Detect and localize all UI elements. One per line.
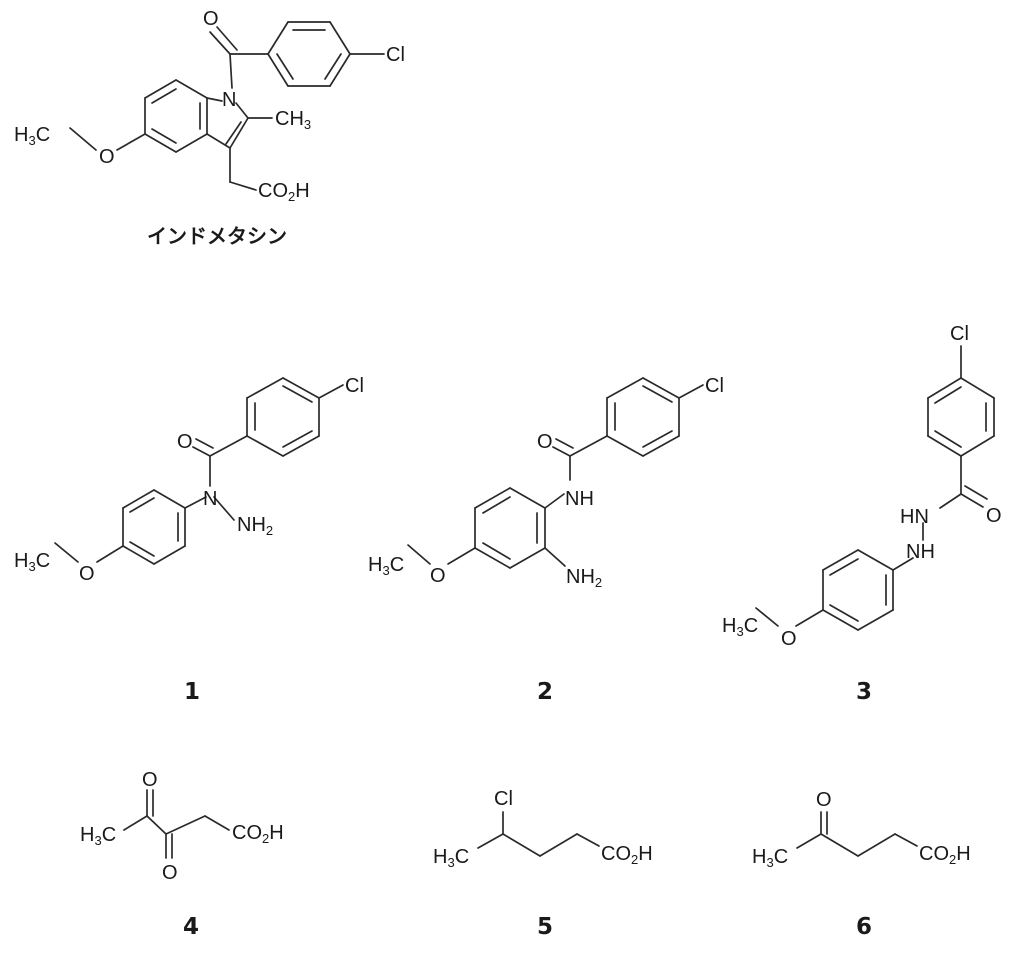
c1-amino-nh-text: NH	[237, 514, 266, 536]
c1-methoxy-oxygen-label: O	[79, 563, 95, 585]
compound-2-structure: O NH NH2 Cl H3C O 2	[368, 375, 724, 705]
c6-acid-h-text: H	[956, 843, 970, 865]
methoxy-h-text: H	[14, 124, 28, 146]
c3-c-text: C	[744, 615, 758, 637]
compound-number-3: 3	[856, 679, 872, 705]
compound-1-structure: O N NH2 Cl H3C O 1	[14, 375, 364, 705]
methoxy-oxygen-label: O	[99, 146, 115, 168]
c3-hn-label: HN	[900, 506, 929, 528]
c3-h-text: H	[722, 615, 736, 637]
c3-methoxy-methyl-label: H3C	[722, 615, 758, 639]
c2-h-subscript: 3	[382, 563, 389, 578]
c2-methoxy-methyl-label: H3C	[368, 554, 404, 578]
acid-h-text: H	[295, 180, 309, 202]
compound-6-structure: H3C O CO2H 6	[752, 789, 971, 940]
c3-carbonyl-oxygen-label: O	[986, 505, 1002, 527]
c4-h-text: H	[80, 824, 94, 846]
c2-amide-nh-label: NH	[565, 488, 594, 510]
c2-h-text: H	[368, 554, 382, 576]
c6-h-text: H	[752, 846, 766, 868]
c6-co-text: CO	[919, 843, 949, 865]
c2-carbonyl-oxygen-label: O	[537, 431, 553, 453]
c1-c-text: C	[36, 550, 50, 572]
c5-h-text: H	[433, 846, 447, 868]
c6-c-text: C	[774, 846, 788, 868]
acid-co-text: CO	[258, 180, 288, 202]
c5-c-text: C	[455, 846, 469, 868]
indole-nitrogen-label: N	[222, 89, 236, 111]
c4-co-subscript: 2	[262, 831, 269, 846]
compound-number-1: 1	[184, 679, 200, 705]
c5-co-text: CO	[601, 843, 631, 865]
c2-amino-subscript: 2	[595, 575, 602, 590]
compound-4-structure: H3C O O CO2H 4	[80, 769, 284, 940]
methoxy-subscript: 3	[28, 133, 35, 148]
methyl-ch-text: CH	[275, 108, 304, 130]
c1-amino-label: NH2	[237, 514, 273, 538]
indomethacin-caption: インドメタシン	[147, 224, 287, 248]
c1-chloro-label: Cl	[345, 375, 364, 397]
acid-subscript: 2	[288, 189, 295, 204]
c1-h-text: H	[14, 550, 28, 572]
c3-nh-label: NH	[906, 541, 935, 563]
c2-amino-nh-text: NH	[566, 566, 595, 588]
c4-acid-h-text: H	[269, 822, 283, 844]
c2-c-text: C	[390, 554, 404, 576]
c2-chloro-label: Cl	[705, 375, 724, 397]
c4-c-text: C	[102, 824, 116, 846]
c4-top-oxygen-label: O	[142, 769, 158, 791]
carbonyl-oxygen-label: O	[203, 8, 219, 30]
methyl-subscript: 3	[304, 117, 311, 132]
indomethacin-structure: O N Cl CH3 CO2H H3C O インドメタシン	[14, 8, 405, 248]
c4-h-subscript: 3	[94, 833, 101, 848]
methyl-label: CH3	[275, 108, 311, 132]
c2-amino-label: NH2	[566, 566, 602, 590]
c3-chloro-label: Cl	[950, 323, 969, 345]
chloro-label: Cl	[386, 44, 405, 66]
c1-methoxy-methyl-label: H3C	[14, 550, 50, 574]
c4-acid-label: CO2H	[232, 822, 284, 846]
c5-co-subscript: 2	[631, 852, 638, 867]
compound-number-5: 5	[537, 914, 553, 940]
compound-5-structure: H3C Cl CO2H 5	[433, 788, 653, 940]
c5-chloro-label: Cl	[494, 788, 513, 810]
c1-carbonyl-oxygen-label: O	[177, 431, 193, 453]
carboxylic-acid-label: CO2H	[258, 180, 310, 204]
methoxy-c-text: C	[36, 124, 50, 146]
compound-number-2: 2	[537, 679, 553, 705]
c5-acid-label: CO2H	[601, 843, 653, 867]
compound-number-6: 6	[856, 914, 872, 940]
compound-number-4: 4	[183, 914, 199, 940]
c3-methoxy-oxygen-label: O	[781, 628, 797, 650]
c1-amino-subscript: 2	[266, 523, 273, 538]
c5-methyl-label: H3C	[433, 846, 469, 870]
c2-methoxy-oxygen-label: O	[430, 565, 446, 587]
c1-h-subscript: 3	[28, 559, 35, 574]
c6-acid-label: CO2H	[919, 843, 971, 867]
methoxy-methyl-label: H3C	[14, 124, 50, 148]
c6-h-subscript: 3	[766, 855, 773, 870]
c4-co-text: CO	[232, 822, 262, 844]
c4-methyl-label: H3C	[80, 824, 116, 848]
c6-ketone-oxygen-label: O	[816, 789, 832, 811]
compound-3-structure: Cl O HN NH H3C O 3	[722, 323, 1002, 705]
c3-h-subscript: 3	[736, 624, 743, 639]
c5-acid-h-text: H	[638, 843, 652, 865]
c6-methyl-label: H3C	[752, 846, 788, 870]
c5-h-subscript: 3	[447, 855, 454, 870]
c6-co-subscript: 2	[949, 852, 956, 867]
c1-nitrogen-label: N	[203, 488, 217, 510]
c4-bottom-oxygen-label: O	[162, 862, 178, 884]
